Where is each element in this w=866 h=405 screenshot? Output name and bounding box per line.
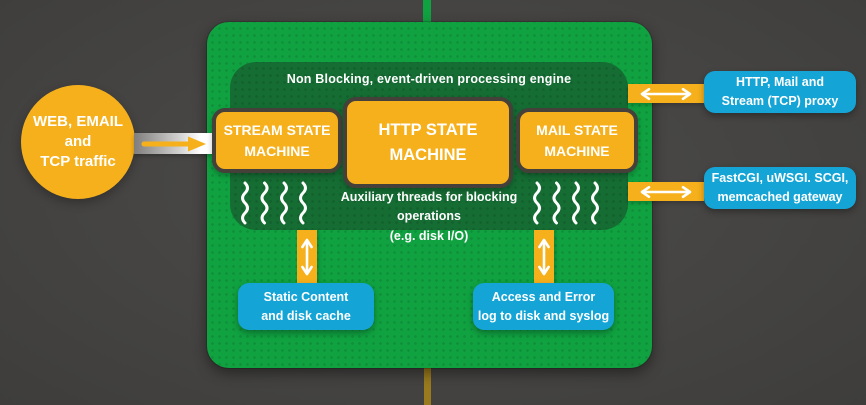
double-arrow-horizontal-icon [640, 87, 692, 100]
incoming-pipe [423, 0, 431, 26]
proxy-line1: HTTP, Mail and [736, 75, 824, 90]
http-label-line2: MACHINE [389, 145, 467, 164]
state-machine-http: HTTP STATE MACHINE [343, 97, 513, 188]
mail-label-line1: MAIL STATE [536, 122, 618, 139]
gateway-target-box: FastCGI, uWSGI. SCGI, memcached gateway [704, 167, 856, 209]
proxy-line2: Stream (TCP) proxy [721, 94, 839, 108]
state-machine-mail: MAIL STATE MACHINE [516, 108, 638, 173]
connector-proxy-bar [628, 84, 704, 103]
engine-header-label: Non Blocking, event-driven processing en… [286, 72, 572, 86]
aux-threads-line2: (e.g. disk I/O) [389, 228, 469, 243]
aux-threads-label: Auxiliary threads for blocking operation… [320, 188, 538, 246]
traffic-source-line3: TCP traffic [40, 153, 116, 171]
connector-static-bar [297, 230, 317, 284]
thread-squiggles-left-icon [239, 181, 309, 225]
gateway-line2: memcached gateway [717, 190, 843, 204]
traffic-source-circle: WEB, EMAIL and TCP traffic [21, 85, 135, 199]
stream-label-line1: STREAM STATE [223, 122, 331, 139]
static-line1: Static Content [263, 289, 349, 304]
double-arrow-vertical-icon [301, 238, 313, 276]
logs-line1: Access and Error [491, 289, 596, 304]
connector-logs-bar [534, 230, 554, 284]
state-machine-stream: STREAM STATE MACHINE [212, 108, 342, 173]
logs-line2: log to disk and syslog [477, 308, 610, 323]
double-arrow-horizontal-icon [640, 185, 692, 198]
outgoing-pipe [424, 364, 431, 405]
traffic-source-line2: and [64, 132, 92, 150]
proxy-target-box: HTTP, Mail and Stream (TCP) proxy [704, 71, 856, 113]
traffic-inflow-bar [134, 133, 213, 154]
aux-threads-line1: Auxiliary threads for blocking operation… [340, 190, 518, 224]
http-label-line1: HTTP STATE [378, 120, 478, 139]
thread-squiggles-right-icon [531, 181, 601, 225]
static-content-box: Static Content and disk cache [238, 283, 374, 330]
logs-box: Access and Error log to disk and syslog [473, 283, 614, 330]
traffic-source-line1: WEB, EMAIL [33, 112, 123, 130]
double-arrow-vertical-icon [538, 238, 550, 276]
mail-label-line2: MACHINE [544, 142, 610, 159]
stream-label-line2: MACHINE [244, 142, 310, 159]
right-arrow-icon [141, 136, 206, 151]
gateway-line1: FastCGI, uWSGI. SCGI, [711, 171, 849, 186]
connector-gateway-bar [628, 182, 704, 201]
static-line2: and disk cache [261, 308, 351, 323]
